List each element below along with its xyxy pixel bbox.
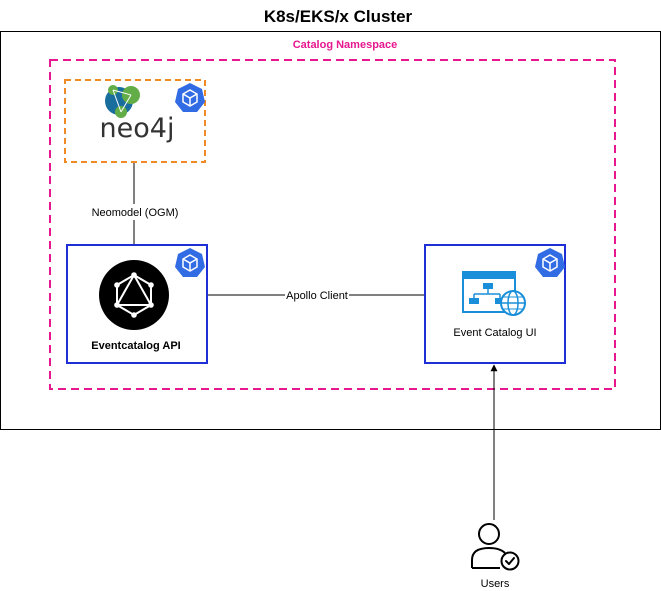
- kubernetes-pod-icon: [175, 248, 205, 277]
- neo4j-logo-text: neo4j: [100, 113, 175, 144]
- edge-label-apollo: Apollo Client: [286, 290, 348, 302]
- edge-label-bg: [88, 204, 182, 220]
- kubernetes-pod-icon: [535, 248, 565, 277]
- edge-label-bg: [285, 287, 349, 303]
- edge-label-neomodel: Neomodel (OGM): [92, 207, 179, 219]
- diagram-title: K8s/EKS/x Cluster: [264, 7, 413, 26]
- users-label: Users: [481, 578, 510, 590]
- namespace-box: [49, 59, 616, 390]
- graphql-icon: [99, 260, 169, 330]
- api-label: Eventcatalog API: [91, 340, 180, 352]
- user-check-icon: [471, 523, 520, 571]
- web-application-icon: [462, 271, 526, 316]
- neo4j-logo: neo4j: [100, 85, 175, 144]
- ui-label: Event Catalog UI: [453, 327, 536, 339]
- kubernetes-pod-icon: [175, 83, 205, 112]
- namespace-label: Catalog Namespace: [293, 39, 398, 51]
